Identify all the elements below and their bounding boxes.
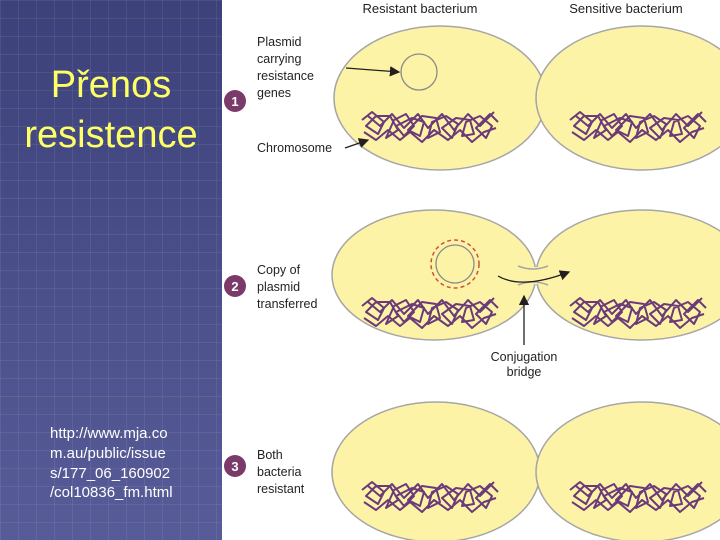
- step-caption-line: Copy of: [257, 263, 301, 277]
- step-1: 1 Plasmid carrying resistance genes Chro…: [224, 26, 720, 170]
- slide-title-line1: Přenos: [0, 60, 222, 110]
- step-caption-line: plasmid: [257, 280, 300, 294]
- step-caption-line: genes: [257, 86, 291, 100]
- source-url-line: m.au/public/issue: [50, 444, 215, 464]
- left-panel: Přenos resistence http://www.mja.co m.au…: [0, 0, 222, 540]
- source-url-line: s/177_06_160902: [50, 464, 215, 484]
- step-caption-line: transferred: [257, 297, 317, 311]
- sensitive-cell: [536, 26, 720, 170]
- plasmid: [436, 245, 474, 283]
- step-caption-line: resistance: [257, 69, 314, 83]
- header-sensitive: Sensitive bacterium: [569, 1, 682, 16]
- step-number: 2: [231, 279, 238, 294]
- header-resistant: Resistant bacterium: [363, 1, 478, 16]
- step-caption-line: bacteria: [257, 465, 302, 479]
- source-url-line: http://www.mja.co: [50, 424, 215, 444]
- step-caption-line: carrying: [257, 52, 302, 66]
- step-caption-line: Plasmid: [257, 35, 302, 49]
- chromosome-label: Chromosome: [257, 141, 332, 155]
- resistant-cell: [332, 402, 540, 540]
- step-caption-line: Both: [257, 448, 283, 462]
- source-url[interactable]: http://www.mja.co m.au/public/issue s/17…: [50, 424, 215, 503]
- resistant-cell: [334, 26, 546, 170]
- step-caption-line: resistant: [257, 482, 305, 496]
- slide-title: Přenos resistence: [0, 60, 222, 160]
- sensitive-cell: [536, 402, 720, 540]
- diagram-svg: Resistant bacterium Sensitive bacterium …: [222, 0, 720, 540]
- step-3: 3 Both bacteria resistant: [224, 402, 720, 540]
- step-number: 3: [231, 459, 238, 474]
- bridge-label-line: Conjugation: [491, 350, 558, 364]
- bridge-label-line: bridge: [507, 365, 542, 379]
- slide-title-line2: resistence: [0, 110, 222, 160]
- source-url-line: /col10836_fm.html: [50, 483, 215, 503]
- step-number: 1: [231, 94, 238, 109]
- step-2: 2 Copy of plasmid transferred Conjugatio…: [224, 210, 720, 379]
- conjugation-diagram: Resistant bacterium Sensitive bacterium …: [222, 0, 720, 540]
- plasmid: [401, 54, 437, 90]
